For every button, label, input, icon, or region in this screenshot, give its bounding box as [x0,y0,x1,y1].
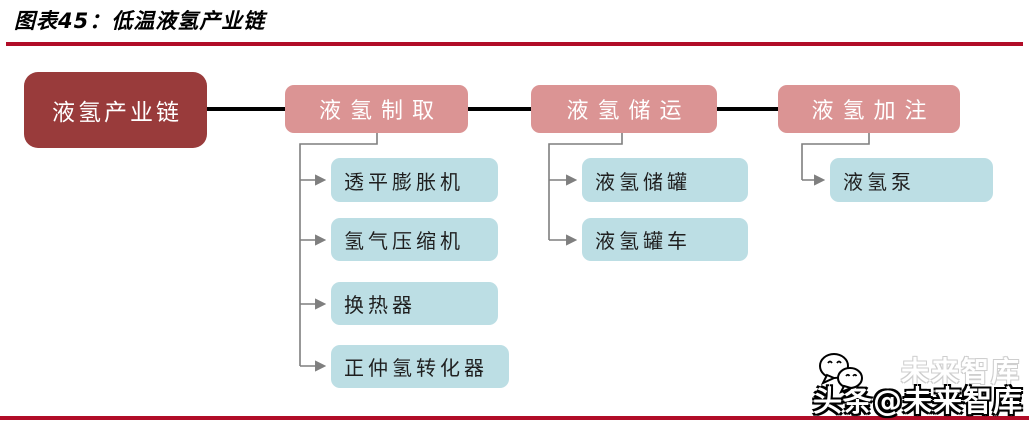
branch-rails [299,133,870,366]
node-hydrogen-refueling: 液氢加注 [778,85,960,133]
node-hydrogen-storage-transport: 液氢储运 [531,85,717,133]
node-lh2-tanker-truck: 液氢罐车 [582,218,748,261]
node-lh2-storage-tank: 液氢储罐 [582,158,748,202]
node-industry-chain: 液氢产业链 [24,72,207,148]
figure-title: 图表45：低温液氢产业链 [14,9,266,33]
node-hydrogen-production: 液氢制取 [285,85,468,133]
node-heat-exchanger: 换热器 [331,282,498,325]
watermark: 头条@未来智库 [813,353,1023,420]
bottom-rule [0,416,1029,420]
node-hydrogen-compressor: 氢气压缩机 [331,218,498,261]
branch-arrows [300,174,826,372]
speech-bubbles-icon [819,353,863,394]
node-lh2-pump: 液氢泵 [830,158,993,202]
watermark-ghost-text: 未来智库 [900,355,1021,388]
node-ortho-para-converter: 正仲氢转化器 [331,345,509,388]
top-rule [6,42,1023,46]
node-turbo-expander: 透平膨胀机 [331,158,498,202]
